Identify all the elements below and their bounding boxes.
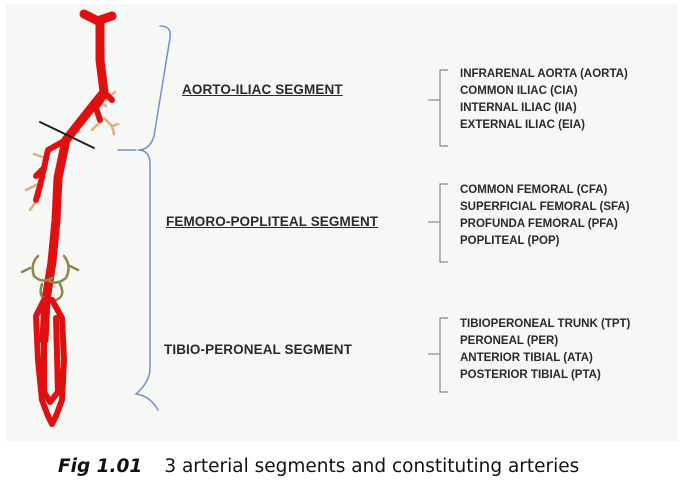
- artery-list-aorto-iliac: INFRARENAL AORTA (AORTA) COMMON ILIAC (C…: [460, 66, 628, 134]
- artery-item: PROFUNDA FEMORAL (PFA): [460, 218, 618, 230]
- segment-label-femoro-popliteal: FEMORO-POPLITEAL SEGMENT: [166, 214, 379, 229]
- segment-brace: [117, 25, 172, 411]
- artery-item: INFRARENAL AORTA (AORTA): [460, 68, 628, 80]
- figure-number: Fig 1.01: [58, 456, 143, 477]
- artery-item: TIBIOPERONEAL TRUNK (TPT): [460, 318, 631, 330]
- artery-list-tibio-peroneal: TIBIOPERONEAL TRUNK (TPT) PERONEAL (PER)…: [460, 316, 630, 384]
- caption-text: 3 arterial segments and constituting art…: [164, 456, 580, 477]
- artery-list-femoro-popliteal: COMMON FEMORAL (CFA) SUPERFICIAL FEMORAL…: [460, 182, 630, 250]
- segment-label-tibio-peroneal: TIBIO-PERONEAL SEGMENT: [164, 342, 352, 357]
- figure-panel: [6, 4, 678, 442]
- artery-item: EXTERNAL ILIAC (EIA): [460, 119, 586, 131]
- artery-item: COMMON ILIAC (CIA): [460, 85, 578, 97]
- figure-caption: Fig 1.01 3 arterial segments and constitu…: [58, 456, 678, 486]
- artery-item: POSTERIOR TIBIAL (PTA): [460, 369, 601, 381]
- artery-brackets: [428, 69, 448, 393]
- artery-item: INTERNAL ILIAC (IIA): [460, 102, 577, 114]
- artery-item: ANTERIOR TIBIAL (ATA): [460, 352, 593, 364]
- artery-item: SUPERFICIAL FEMORAL (SFA): [460, 201, 630, 213]
- artery-item: POPLITEAL (POP): [460, 235, 560, 247]
- arterial-tree-illustration: [20, 9, 120, 427]
- artery-item: PERONEAL (PER): [460, 335, 559, 347]
- artery-item: COMMON FEMORAL (CFA): [460, 184, 608, 196]
- segment-label-aorto-iliac: AORTO-ILIAC SEGMENT: [182, 82, 343, 97]
